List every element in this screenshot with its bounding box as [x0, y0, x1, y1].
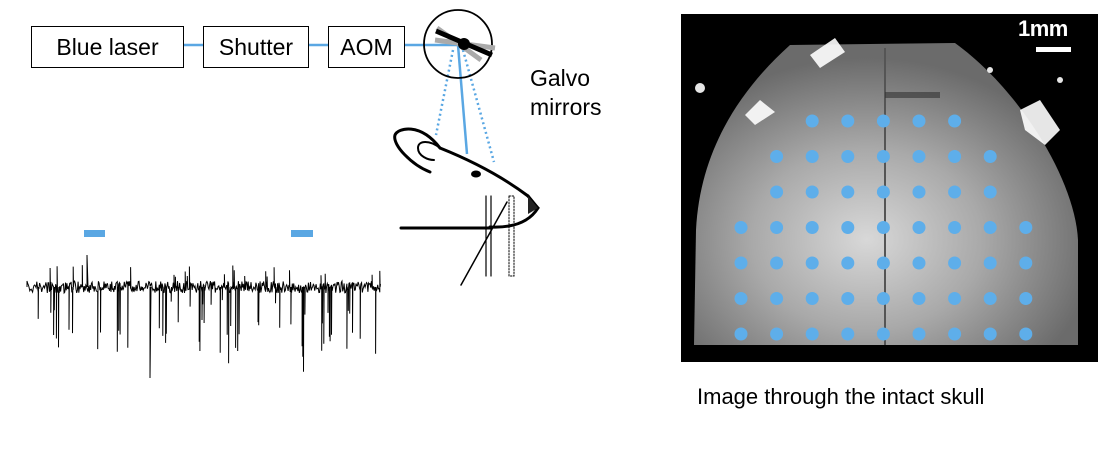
stimulation-site-dot	[983, 221, 997, 234]
stimulation-site-dot	[841, 256, 855, 270]
stimulation-site-dot	[805, 150, 819, 163]
stimulation-site-dot	[1019, 292, 1033, 305]
stimulation-site-grid	[734, 114, 1033, 341]
stimulation-site-dot	[948, 221, 962, 234]
stimulation-site-dot	[841, 185, 855, 199]
galvo-label: Galvo mirrors	[530, 64, 602, 122]
image-caption: Image through the intact skull	[697, 384, 985, 409]
mouse-head-icon	[393, 127, 540, 286]
stimulation-site-dot	[912, 221, 926, 234]
electrophysiology-trace	[26, 254, 381, 379]
scale-bar	[1036, 47, 1071, 52]
stimulation-site-dot	[1019, 221, 1033, 234]
stimulation-site-dot	[876, 114, 890, 128]
stimulation-site-dot	[876, 256, 890, 270]
stimulation-site-dot	[841, 221, 855, 234]
stimulation-site-dot	[983, 292, 997, 305]
stimulation-site-dot	[876, 150, 890, 163]
stimulation-site-dot	[734, 221, 748, 234]
stimulation-site-dot	[912, 114, 926, 128]
stimulation-site-dot	[912, 185, 926, 199]
stimulation-site-dot	[770, 221, 784, 234]
blue-laser-label: Blue laser	[56, 33, 159, 60]
stimulation-site-dot	[948, 292, 962, 305]
stimulation-site-dot	[805, 114, 819, 128]
aom-box: AOM	[328, 26, 405, 68]
stimulation-site-dot	[805, 292, 819, 305]
stimulation-site-dot	[841, 114, 855, 128]
laser-pulse-bar	[84, 230, 105, 237]
stimulation-site-dot	[948, 185, 962, 199]
stimulation-site-dot	[1019, 327, 1033, 341]
stimulation-site-dot	[770, 292, 784, 305]
stimulation-site-dot	[983, 185, 997, 199]
stimulation-site-dot	[983, 256, 997, 270]
stimulation-site-dot	[770, 150, 784, 163]
stimulation-site-dot	[912, 256, 926, 270]
galvo-label-line2: mirrors	[530, 94, 602, 120]
stimulation-site-dot	[948, 150, 962, 163]
galvo-mirror-icon	[423, 9, 496, 79]
stimulation-site-dot	[912, 327, 926, 341]
stimulation-site-dot	[948, 327, 962, 341]
stimulation-site-dot	[876, 221, 890, 234]
shutter-label: Shutter	[218, 33, 294, 60]
stimulation-site-dot	[770, 256, 784, 270]
stimulation-site-dot	[770, 327, 784, 341]
stimulation-site-dot	[841, 327, 855, 341]
stimulation-site-dot	[983, 327, 997, 341]
stimulation-site-dot	[805, 185, 819, 199]
stimulation-site-dot	[948, 256, 962, 270]
stimulation-site-dot	[805, 327, 819, 341]
stimulation-site-dot	[876, 327, 890, 341]
aom-label: AOM	[340, 33, 393, 60]
stimulation-site-dot	[948, 114, 962, 128]
blue-laser-box: Blue laser	[31, 26, 184, 68]
stimulation-site-dot	[805, 221, 819, 234]
stimulation-site-dot	[876, 292, 890, 305]
stimulation-site-dot	[912, 292, 926, 305]
scale-bar-label: 1mm	[1018, 16, 1068, 41]
stimulation-site-dot	[734, 327, 748, 341]
galvo-label-line1: Galvo	[530, 65, 591, 91]
stimulation-site-dot	[876, 185, 890, 199]
laser-beam-path	[184, 43, 496, 163]
stimulation-site-dot	[805, 256, 819, 270]
stimulation-site-dot	[734, 256, 748, 270]
shutter-box: Shutter	[203, 26, 309, 68]
laser-pulse-bar	[291, 230, 313, 237]
stimulation-site-dot	[912, 150, 926, 163]
stimulation-site-dot	[841, 150, 855, 163]
stimulation-site-dot	[841, 292, 855, 305]
stimulation-site-dot	[983, 150, 997, 163]
skull-image	[681, 14, 1098, 362]
stimulation-site-dot	[770, 185, 784, 199]
stimulation-site-dot	[734, 292, 748, 305]
stimulation-site-dot	[1019, 256, 1033, 270]
